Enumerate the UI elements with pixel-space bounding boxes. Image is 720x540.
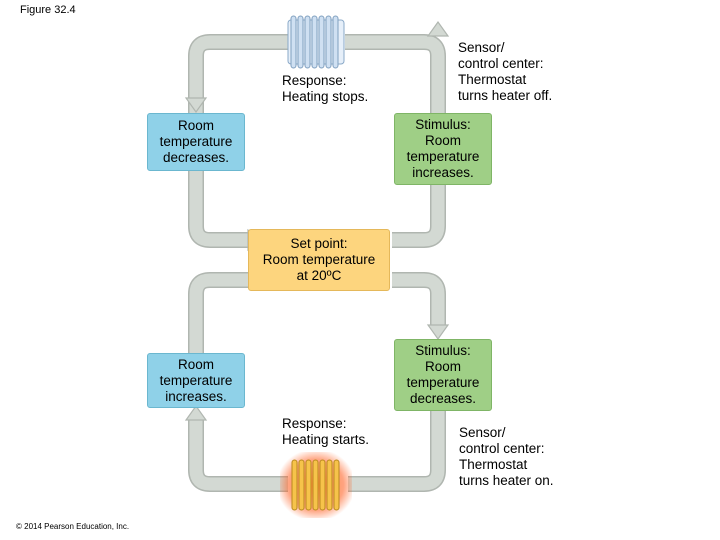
copyright-notice: © 2014 Pearson Education, Inc. (16, 522, 130, 531)
top-sensor-label: Sensor/ control center: Thermostat turns… (458, 40, 553, 103)
top-left-box-temp-decreases: Room temperature decreases. (147, 113, 245, 171)
arrowhead-up-right-top (426, 20, 450, 37)
top-response-label: Response: Heating stops. (282, 73, 369, 104)
bottom-right-box-stimulus: Stimulus: Room temperature decreases. (394, 339, 492, 411)
figure-label: Figure 32.4 (20, 4, 76, 16)
arrowhead-down-right-bottom (426, 324, 450, 341)
cold-radiator-icon (287, 15, 345, 69)
bottom-loop-arrow (188, 272, 248, 355)
arrowhead-up-left-bottom (184, 404, 208, 421)
arrowhead-down-left-top (184, 97, 208, 114)
set-point-box: Set point: Room temperature at 20ºC (248, 229, 390, 291)
bottom-sensor-label: Sensor/ control center: Thermostat turns… (459, 425, 554, 488)
hot-radiator-icon (280, 452, 352, 518)
bottom-left-box-temp-increases: Room temperature increases. (147, 353, 245, 408)
top-right-box-stimulus: Stimulus: Room temperature increases. (394, 113, 492, 185)
bottom-response-label: Response: Heating starts. (282, 416, 370, 447)
